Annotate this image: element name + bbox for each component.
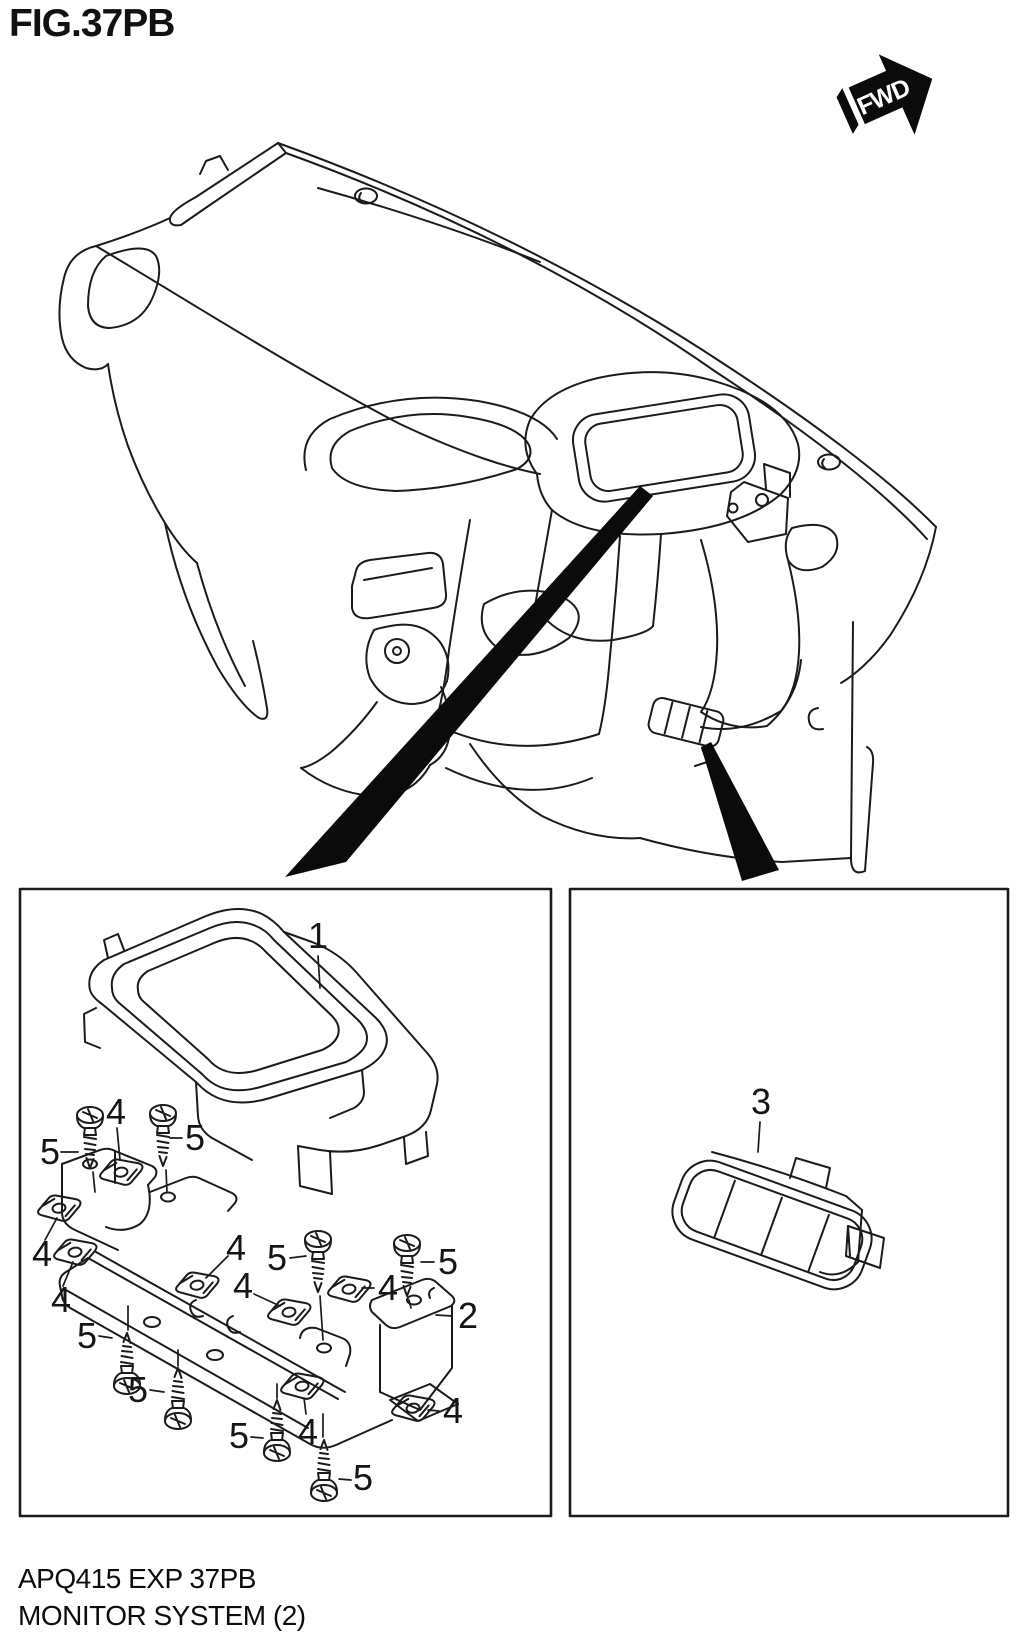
footer-code: APQ415 EXP 37PB xyxy=(18,1563,256,1594)
callout-part-5: 5 xyxy=(266,1237,288,1278)
dash-monitor xyxy=(571,393,757,503)
callout-part-5: 5 xyxy=(184,1117,206,1158)
callout-part-4: 4 xyxy=(232,1265,254,1306)
callout-part-4: 4 xyxy=(297,1411,319,1452)
callout-part-1: 1 xyxy=(307,915,329,956)
detail-box-monitor xyxy=(18,887,553,1518)
monitor-unit xyxy=(83,908,439,1195)
callout-part-5: 5 xyxy=(352,1457,374,1498)
dashboard-illustration xyxy=(58,142,937,874)
callout-part-5: 5 xyxy=(228,1415,250,1456)
callout-part-4: 4 xyxy=(105,1091,127,1132)
pointer-arrow-monitor xyxy=(285,486,653,877)
callout-part-4: 4 xyxy=(442,1390,464,1431)
switch-unit xyxy=(671,1151,885,1291)
callout-part-5: 5 xyxy=(437,1241,459,1282)
dash-switch xyxy=(647,696,725,748)
callout-part-5: 5 xyxy=(39,1131,61,1172)
leader-lines xyxy=(44,955,761,1481)
pointer-arrow-switch xyxy=(701,742,779,881)
callout-part-2: 2 xyxy=(457,1295,479,1336)
callout-part-4: 4 xyxy=(50,1279,72,1320)
fwd-arrow: FWD xyxy=(836,54,933,135)
callout-part-3: 3 xyxy=(750,1081,772,1122)
footer-title: MONITOR SYSTEM (2) xyxy=(18,1600,306,1631)
callout-part-5: 5 xyxy=(76,1315,98,1356)
callout-part-4: 4 xyxy=(225,1227,247,1268)
callout-part-4: 4 xyxy=(377,1267,399,1308)
callout-part-5: 5 xyxy=(127,1369,149,1410)
figure-number: FIG.37PB xyxy=(9,2,175,45)
callout-part-4: 4 xyxy=(31,1233,53,1274)
detail-box-switch xyxy=(568,887,1010,1518)
